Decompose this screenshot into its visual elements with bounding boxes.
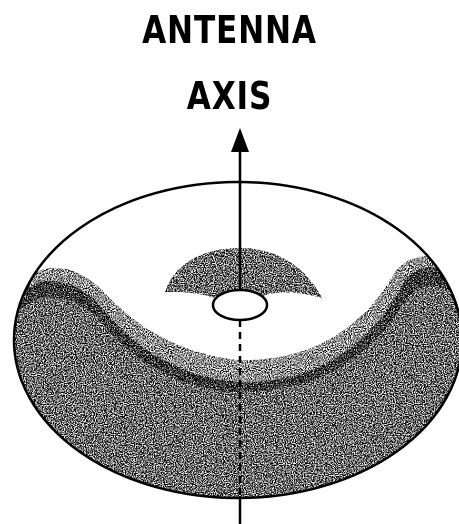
- torus-center-hole: [213, 290, 267, 320]
- axis-arrowhead: [231, 128, 249, 152]
